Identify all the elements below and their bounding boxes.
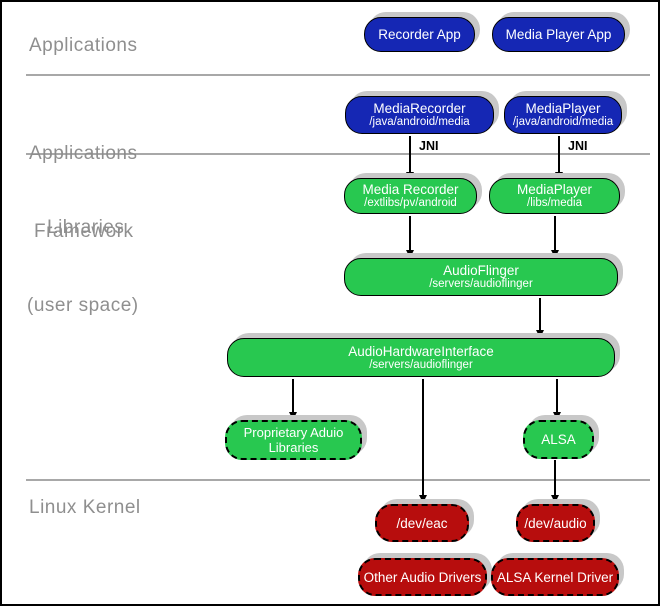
node-recorder-app: Recorder App: [364, 17, 475, 52]
arrow-ahi-to-alsa: [552, 379, 561, 420]
node-subtitle: /java/android/media: [512, 116, 614, 128]
node-proprietary-audio-libraries: Proprietary Aduio Libraries: [225, 420, 362, 460]
node-alsa-kernel-driver: ALSA Kernel Driver: [491, 558, 619, 596]
node-dev-eac: /dev/eac: [375, 504, 469, 542]
node-subtitle: /servers/audioflinger: [429, 278, 533, 290]
node-title: AudioFlinger: [443, 263, 519, 278]
arrow-alsa-to-dev-audio: [550, 460, 559, 503]
arrow-ahi-to-proprietary: [288, 379, 297, 420]
node-title: MediaPlayer: [525, 101, 601, 116]
layer-label-line: Libraries: [47, 217, 125, 238]
node-dev-audio: /dev/audio: [516, 504, 595, 542]
node-subtitle: /extlibs/pv/android: [364, 197, 457, 209]
arrow-mediarecorder-to-audioflinger: [405, 216, 414, 258]
layer-label-libraries: Libraries (user space): [27, 163, 139, 371]
node-title: Proprietary Aduio: [243, 425, 344, 440]
arrow-mediaplayer-to-audioflinger: [550, 216, 559, 258]
node-title: ALSA Kernel Driver: [496, 569, 614, 585]
divider-libraries-kernel: [26, 479, 650, 481]
node-audioflinger: AudioFlinger /servers/audioflinger: [344, 258, 618, 296]
node-title: Other Audio Drivers: [363, 569, 482, 585]
layer-label-line: Framework: [34, 221, 134, 242]
node-other-audio-drivers: Other Audio Drivers: [358, 558, 487, 596]
node-title: AudioHardwareInterface: [348, 343, 494, 359]
node-title: Recorder App: [378, 27, 461, 42]
layer-label-line: (user space): [27, 295, 139, 316]
node-subtitle: /servers/audioflinger: [369, 358, 473, 371]
node-title: /dev/eac: [396, 515, 448, 531]
divider-framework-libraries: [26, 153, 650, 155]
node-title: Media Recorder: [362, 182, 459, 197]
jni-label-right: JNI: [568, 139, 588, 153]
node-media-recorder-lib: Media Recorder /extlibs/pv/android: [344, 178, 477, 214]
arrow-audioflinger-to-ahi: [535, 298, 544, 338]
node-mediaplayer-framework: MediaPlayer /java/android/media: [504, 96, 622, 134]
node-alsa: ALSA: [523, 420, 594, 459]
arrow-mediarecorder-jni: [405, 136, 414, 180]
node-audiohardwareinterface: AudioHardwareInterface /servers/audiofli…: [227, 338, 615, 377]
jni-label-left: JNI: [419, 139, 439, 153]
node-title-line2: Libraries: [268, 440, 319, 455]
node-subtitle: /libs/media: [527, 197, 582, 209]
layer-label-linux-kernel: Linux Kernel: [29, 497, 141, 518]
layer-label-applications: Applications: [29, 35, 138, 56]
node-title: MediaPlayer: [516, 182, 593, 197]
node-title: MediaRecorder: [373, 101, 466, 116]
node-mediarecorder-framework: MediaRecorder /java/android/media: [345, 96, 494, 134]
node-title: ALSA: [541, 432, 576, 447]
arrow-ahi-to-dev-eac: [418, 379, 427, 503]
node-title: /dev/audio: [524, 515, 587, 531]
arrow-mediaplayer-jni: [554, 136, 563, 180]
node-mediaplayer-lib: MediaPlayer /libs/media: [489, 178, 620, 214]
node-media-player-app: Media Player App: [492, 17, 625, 52]
divider-applications-framework: [26, 74, 650, 76]
node-title: Media Player App: [505, 27, 612, 42]
node-subtitle: /java/android/media: [369, 116, 470, 128]
